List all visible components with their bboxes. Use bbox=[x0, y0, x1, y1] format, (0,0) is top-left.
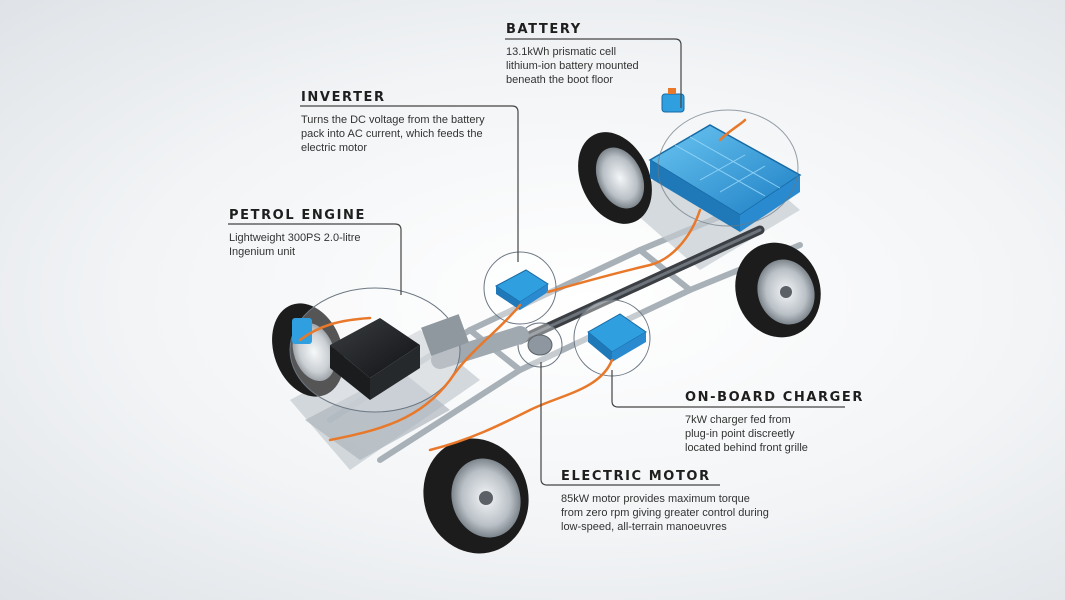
motor-description: 85kW motor provides maximum torque from … bbox=[561, 492, 769, 534]
motor-desc-line: from zero rpm giving greater control dur… bbox=[561, 507, 769, 519]
battery-desc-line: 13.1kWh prismatic cell bbox=[506, 46, 617, 58]
charger-description: 7kW charger fed from plug-in point discr… bbox=[685, 413, 864, 455]
charger-desc-line: plug-in point discreetly bbox=[685, 428, 795, 440]
charger-unit bbox=[573, 299, 651, 377]
wheel-rear-right bbox=[735, 242, 821, 338]
charger-leader bbox=[611, 370, 845, 408]
hv-cables bbox=[298, 118, 747, 452]
inverter-description: Turns the DC voltage from the battery pa… bbox=[301, 113, 485, 155]
engine-callout: PETROL ENGINE Lightweight 300PS 2.0-litr… bbox=[229, 208, 366, 259]
battery-desc-line: beneath the boot floor bbox=[506, 74, 614, 86]
charger-desc-line: located behind front grille bbox=[685, 442, 808, 454]
inverter-unit bbox=[483, 251, 557, 325]
engine-description: Lightweight 300PS 2.0-litre Ingenium uni… bbox=[229, 231, 366, 259]
inverter-callout: INVERTER Turns the DC voltage from the b… bbox=[301, 90, 485, 155]
battery-callout: BATTERY 13.1kWh prismatic cell lithium-i… bbox=[506, 22, 639, 87]
battery-desc-line: lithium-ion battery mounted bbox=[506, 60, 639, 72]
motor-title: ELECTRIC MOTOR bbox=[561, 469, 711, 484]
inverter-leader bbox=[300, 105, 519, 262]
engine-title: PETROL ENGINE bbox=[229, 208, 366, 223]
battery-title: BATTERY bbox=[506, 22, 582, 37]
battery-module bbox=[661, 88, 685, 113]
charger-desc-line: 7kW charger fed from bbox=[685, 414, 791, 426]
motor-leader bbox=[540, 362, 720, 486]
battery-description: 13.1kWh prismatic cell lithium-ion batte… bbox=[506, 45, 639, 87]
battery-leader bbox=[505, 38, 682, 108]
petrol-engine bbox=[289, 287, 469, 413]
engine-desc-line: Lightweight 300PS 2.0-litre bbox=[229, 232, 361, 244]
electric-motor bbox=[431, 322, 563, 369]
wheel-rear-left bbox=[578, 132, 652, 224]
inverter-desc-line: pack into AC current, which feeds the bbox=[301, 128, 483, 140]
charger-title: ON-BOARD CHARGER bbox=[685, 390, 864, 405]
charger-callout: ON-BOARD CHARGER 7kW charger fed from pl… bbox=[685, 390, 864, 455]
inverter-title: INVERTER bbox=[301, 90, 386, 105]
inverter-desc-line: electric motor bbox=[301, 142, 368, 154]
motor-callout: ELECTRIC MOTOR 85kW motor provides maxim… bbox=[561, 469, 769, 534]
inverter-desc-line: Turns the DC voltage from the battery bbox=[301, 114, 485, 126]
engine-leader bbox=[228, 223, 402, 295]
motor-desc-line: 85kW motor provides maximum torque bbox=[561, 493, 750, 505]
battery-pack bbox=[648, 109, 802, 232]
motor-desc-line: low-speed, all-terrain manoeuvres bbox=[561, 521, 727, 533]
wheel-front-right bbox=[423, 438, 529, 554]
engine-desc-line: Ingenium unit bbox=[229, 246, 296, 258]
